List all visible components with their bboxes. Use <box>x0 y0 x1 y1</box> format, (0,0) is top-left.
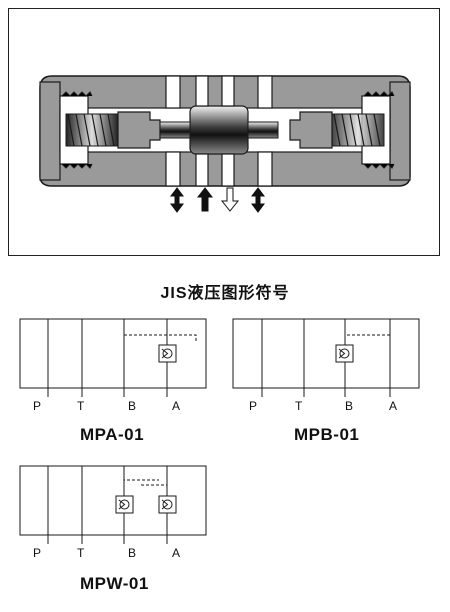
down-arrow-hollow-icon <box>220 187 240 212</box>
model-name-mpw-01: MPW-01 <box>80 574 149 593</box>
port-label: A <box>389 399 397 413</box>
check-valve-icon <box>115 495 134 514</box>
right-spring <box>331 113 385 147</box>
up-arrow-icon <box>196 187 214 212</box>
left-piston <box>117 111 161 149</box>
check-valve-icon <box>158 495 177 514</box>
port-label: B <box>345 399 353 413</box>
jis-symbol-heading: JIS液压图形符号 <box>160 285 290 302</box>
left-spring <box>65 113 119 147</box>
bidirectional-arrow-icon <box>251 187 265 213</box>
port-label: T <box>77 399 85 413</box>
check-valve-icon <box>335 344 354 363</box>
symbol-mpa-01 <box>19 318 207 397</box>
port-label: A <box>172 399 180 413</box>
symbol-mpw-01 <box>19 465 207 544</box>
symbol-mpb-01 <box>232 318 420 397</box>
port-label: T <box>295 399 303 413</box>
port-label: P <box>249 399 257 413</box>
right-piston <box>289 111 333 149</box>
model-name-mpa-01: MPA-01 <box>80 425 145 444</box>
port-label: B <box>128 399 136 413</box>
port-flow-arrows <box>170 187 265 213</box>
port-label: A <box>172 546 180 560</box>
model-name-mpb-01: MPB-01 <box>294 425 360 444</box>
left-end-cap <box>39 81 61 181</box>
check-valve-icon <box>158 344 177 363</box>
port-label: B <box>128 546 136 560</box>
port-label: T <box>77 546 85 560</box>
port-label: P <box>33 546 41 560</box>
cross-section-frame <box>8 8 440 256</box>
center-poppet <box>189 105 249 155</box>
valve-cross-section <box>39 75 411 213</box>
port-label: P <box>33 399 41 413</box>
bidirectional-arrow-icon <box>170 187 184 213</box>
